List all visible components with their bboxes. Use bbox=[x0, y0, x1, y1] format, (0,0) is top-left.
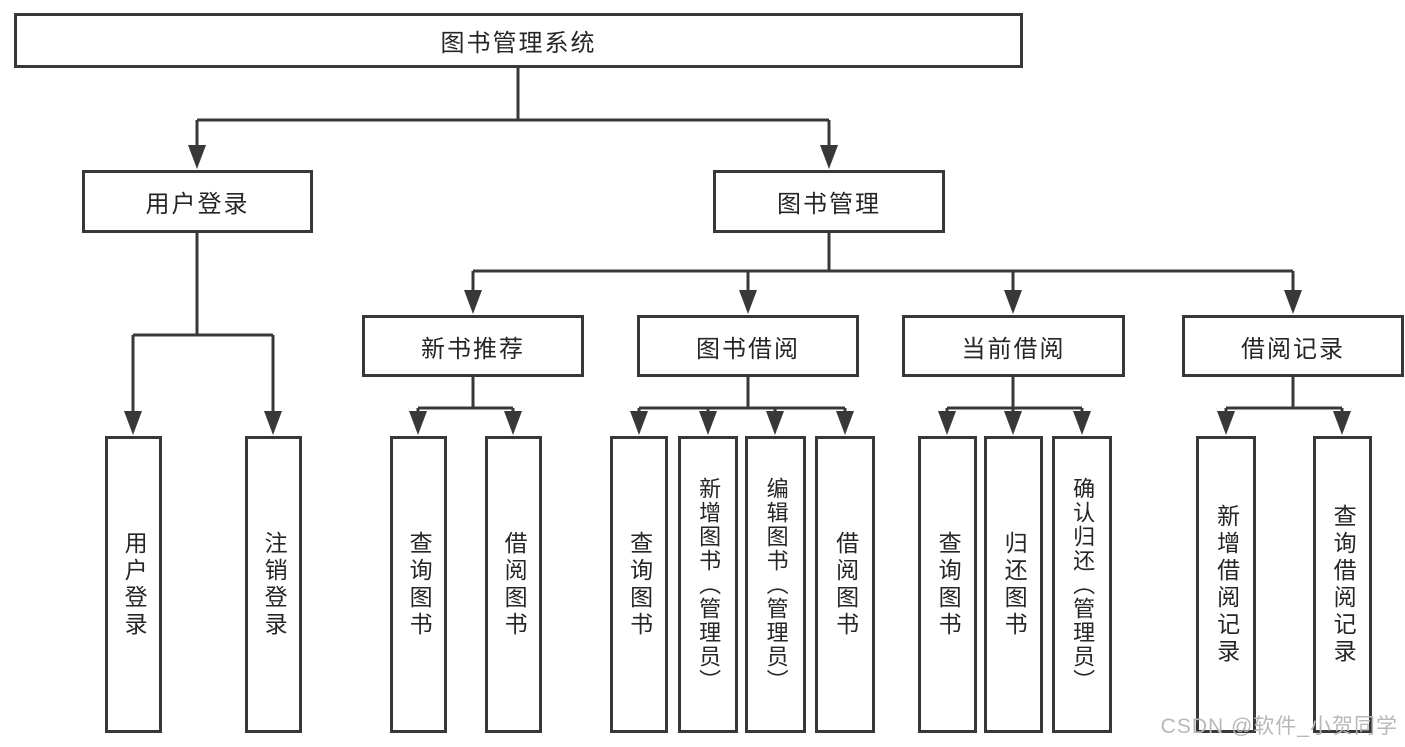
node-book-management: 图书管理 bbox=[713, 170, 945, 233]
leaf-records-query: 查询借阅记录 bbox=[1313, 436, 1372, 733]
leaf-current-query-books: 查询图书 bbox=[918, 436, 977, 733]
leaf-recommend-borrow-books: 借阅图书 bbox=[485, 436, 542, 733]
leaf-user-login: 用户登录 bbox=[105, 436, 162, 733]
leaf-borrow-add-books: 新增图书（管理员） bbox=[678, 436, 738, 733]
leaf-recommend-query-books: 查询图书 bbox=[390, 436, 447, 733]
leaf-borrow-query-books-label: 查询图书 bbox=[626, 530, 653, 639]
leaf-records-query-label: 查询借阅记录 bbox=[1330, 503, 1357, 666]
leaf-user-login-label: 用户登录 bbox=[121, 530, 148, 639]
node-root: 图书管理系统 bbox=[14, 13, 1023, 68]
leaf-current-confirm-return-label: 确认归还（管理员） bbox=[1070, 476, 1096, 693]
leaf-borrow-query-books: 查询图书 bbox=[610, 436, 668, 733]
leaf-logout-label: 注销登录 bbox=[261, 530, 288, 639]
leaf-records-add-label: 新增借阅记录 bbox=[1213, 503, 1240, 666]
leaf-records-add: 新增借阅记录 bbox=[1196, 436, 1256, 733]
node-new-book-recommend: 新书推荐 bbox=[362, 315, 584, 377]
leaf-recommend-query-books-label: 查询图书 bbox=[406, 530, 433, 639]
leaf-borrow-edit-books: 编辑图书（管理员） bbox=[745, 436, 806, 733]
node-book-borrow: 图书借阅 bbox=[637, 315, 859, 377]
leaf-borrow-lend-books-label: 借阅图书 bbox=[832, 530, 859, 639]
leaf-recommend-borrow-books-label: 借阅图书 bbox=[501, 530, 528, 639]
csdn-watermark: CSDN @软件_小贺同学 bbox=[1160, 715, 1398, 738]
node-user-login: 用户登录 bbox=[82, 170, 313, 233]
leaf-current-query-books-label: 查询图书 bbox=[935, 530, 962, 639]
leaf-borrow-lend-books: 借阅图书 bbox=[815, 436, 875, 733]
leaf-borrow-edit-books-label: 编辑图书（管理员） bbox=[763, 476, 789, 693]
leaf-current-return-books-label: 归还图书 bbox=[1001, 530, 1028, 639]
leaf-current-return-books: 归还图书 bbox=[984, 436, 1043, 733]
node-current-borrow: 当前借阅 bbox=[902, 315, 1125, 377]
leaf-current-confirm-return: 确认归还（管理员） bbox=[1052, 436, 1112, 733]
node-borrow-records: 借阅记录 bbox=[1182, 315, 1404, 377]
leaf-borrow-add-books-label: 新增图书（管理员） bbox=[696, 476, 722, 693]
leaf-logout: 注销登录 bbox=[245, 436, 302, 733]
